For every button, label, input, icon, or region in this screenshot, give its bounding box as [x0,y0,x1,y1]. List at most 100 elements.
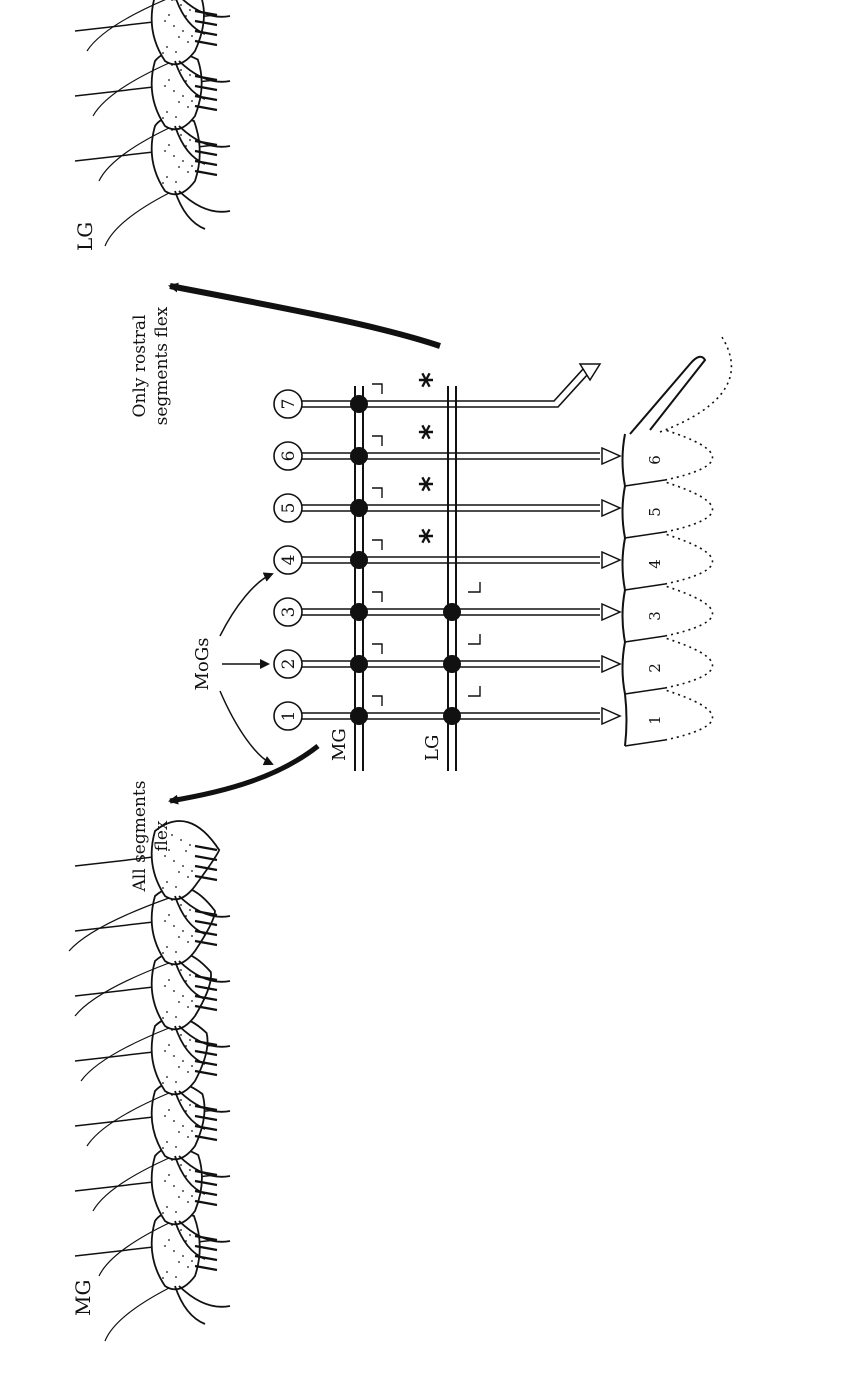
mogs-arrow-left [220,691,272,764]
stipple-dot [191,935,193,937]
stipple-dot [164,855,166,857]
stipple-dot [182,995,184,997]
stipple-dot [166,1206,168,1208]
lg-axon-label: LG [422,735,443,761]
stipple-dot [178,1131,180,1133]
stipple-dot [187,1266,189,1268]
stipple-dot [175,116,177,118]
segment-dorsal-edge [625,694,627,746]
stipple-dot [182,865,184,867]
segment-ventral-dotted [665,638,713,688]
mg-hook-arrow [372,644,382,654]
label-line: All segments [130,781,150,893]
stipple-dot [189,844,191,846]
stipple-dot [173,90,175,92]
telson-dotted [660,334,731,432]
stipple-dot [168,1044,170,1046]
stipple-dot [178,1066,180,1068]
stipple-dot [166,881,168,883]
lg-hook-arrow [468,582,480,592]
crayfish-antenna [105,193,169,246]
stipple-dot [173,1120,175,1122]
stipple-dot [187,941,189,943]
segment-ventral-dotted [665,430,713,480]
stipple-dot [175,181,177,183]
ganglion-number: 4 [279,555,299,566]
stipple-dot [164,985,166,987]
ganglion-number: 5 [279,503,299,514]
stipple-dot [189,139,191,141]
motor-arrowhead [602,552,620,568]
segment-number: 2 [646,663,664,673]
lg-frames [69,0,230,246]
mg-synapse-dot [350,395,368,413]
stipple-dot [162,952,164,954]
stipple-dot [175,1146,177,1148]
stipple-dot [168,1109,170,1111]
stipple-dot [162,1017,164,1019]
stipple-dot [162,1212,164,1214]
ganglion7-bent-nerve [520,374,588,407]
stipple-dot [187,1201,189,1203]
mg-frames [69,821,230,1341]
stipple-dot [182,30,184,32]
segment-ventral-dotted [665,690,713,740]
crayfish-claw [175,1286,230,1324]
stipple-dot [187,106,189,108]
stipple-dot [178,1196,180,1198]
stipple-dot [162,1277,164,1279]
stipple-dot [191,165,193,167]
mg-synapse-dot [350,447,368,465]
segment-divider [625,688,665,694]
stipple-dot [173,860,175,862]
stipple-dot [189,1234,191,1236]
segment-number: 3 [646,611,664,621]
stipple-dot [191,1130,193,1132]
ganglion-number: 3 [279,607,299,618]
stipple-dot [175,886,177,888]
lg-hook-arrow [468,634,480,644]
only-rostral-flex-arrow [170,286,440,346]
stipple-dot [189,9,191,11]
stipple-dot [187,876,189,878]
stipple-dot [175,1016,177,1018]
stipple-dot [182,160,184,162]
stipple-dot [180,134,182,136]
mg-sequence-label: MG [71,1280,95,1316]
stipple-dot [189,1169,191,1171]
mg-hook-arrow [372,436,382,446]
label-line: flex [152,820,172,851]
motor-arrowhead [602,604,620,620]
stipple-dot [162,117,164,119]
asterisk-marker: * [415,528,450,544]
mg-hook-arrow [372,488,382,498]
motor-arrowhead [602,656,620,672]
stipple-dot [162,1147,164,1149]
stipple-dot [164,1245,166,1247]
stipple-dot [168,144,170,146]
stipple-dot [187,171,189,173]
stipple-dot [185,850,187,852]
segment-dorsal-edge [623,434,626,486]
stipple-dot [168,14,170,16]
mg-synapse-dot [350,603,368,621]
stipple-dot [182,930,184,932]
stipple-dot [164,1115,166,1117]
stipple-dot [189,1104,191,1106]
stipple-dot [168,1174,170,1176]
rotated-figure-content: MG All segmentsflex MG LG 1234*5*6*7* Mo… [69,0,731,1341]
stipple-dot [178,166,180,168]
stipple-dot [164,1050,166,1052]
mogs-annotation: MoGs [192,574,272,764]
stipple-dot [180,1099,182,1101]
stipple-dot [178,871,180,873]
stipple-dot [182,1060,184,1062]
mg-synapse-dot [350,499,368,517]
stipple-dot [180,69,182,71]
only-rostral-flex-label: Only rostralsegments flex [130,306,172,425]
lg-sequence-label: LG [73,222,97,251]
mg-hook-arrow [372,592,382,602]
motor-arrowhead [602,500,620,516]
segment-ventral-dotted [665,482,713,532]
mg-synapse-dot [350,655,368,673]
